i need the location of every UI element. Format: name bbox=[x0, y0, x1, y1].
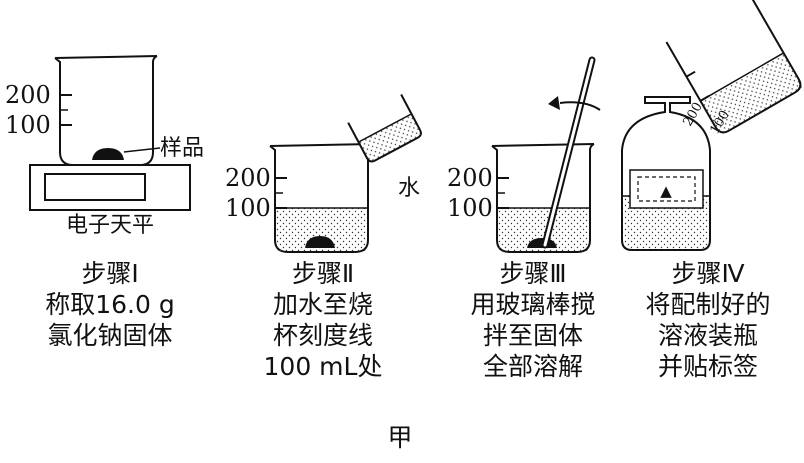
sample-label: 样品 bbox=[160, 136, 204, 161]
step2-illustration: 200 100 水 bbox=[225, 94, 422, 253]
step1-caption: 步骤Ⅰ 称取16.0 g 氯化钠固体 bbox=[10, 258, 210, 351]
step3-caption: 步骤Ⅲ 用玻璃棒搅 拌至固体 全部溶解 bbox=[438, 258, 628, 382]
step2-title: 步骤Ⅱ bbox=[291, 259, 355, 288]
step2-line-3: 100 mL处 bbox=[263, 352, 383, 381]
figure-label: 甲 bbox=[387, 423, 413, 452]
step3-mark-100: 100 bbox=[447, 194, 493, 222]
step3-mark-200: 200 bbox=[447, 164, 493, 192]
water-label: 水 bbox=[398, 176, 420, 201]
step4-caption: 步骤Ⅳ 将配制好的 溶液装瓶 并贴标签 bbox=[613, 258, 803, 382]
step1-mark-100: 100 bbox=[5, 111, 51, 139]
step4-line-3: 并贴标签 bbox=[657, 352, 758, 381]
step1-illustration: 电子天平 200 100 样品 bbox=[5, 55, 204, 238]
step3-illustration: 200 100 bbox=[447, 56, 601, 253]
label-mark: ▲ bbox=[660, 182, 672, 200]
step3-line-1: 用玻璃棒搅 bbox=[470, 290, 596, 319]
step2-line-2: 杯刻度线 bbox=[272, 321, 373, 350]
step2-sample bbox=[305, 236, 335, 248]
stir-arrow bbox=[559, 101, 601, 111]
step1-title: 步骤Ⅰ bbox=[81, 259, 139, 288]
step1-line-1: 称取16.0 g bbox=[45, 290, 175, 319]
step1-beaker bbox=[54, 55, 158, 166]
step4-title: 步骤Ⅳ bbox=[671, 259, 745, 288]
bottle-label bbox=[629, 169, 704, 209]
step4-illustration: ▲ 200 100 bbox=[621, 0, 803, 251]
step3-line-3: 全部溶解 bbox=[482, 352, 583, 381]
step1-line-2: 氯化钠固体 bbox=[47, 321, 173, 350]
step4-line-2: 溶液装瓶 bbox=[657, 321, 758, 350]
step3-line-2: 拌至固体 bbox=[482, 321, 583, 350]
step3-title: 步骤Ⅲ bbox=[499, 259, 567, 288]
step1-mark-200: 200 bbox=[5, 81, 51, 109]
balance-label: 电子天平 bbox=[66, 213, 154, 238]
step2-caption: 步骤Ⅱ 加水至烧 杯刻度线 100 mL处 bbox=[228, 258, 418, 382]
step4-line-1: 将配制好的 bbox=[645, 290, 771, 319]
step2-mark-200: 200 bbox=[225, 164, 271, 192]
sample-solid bbox=[92, 148, 124, 160]
step2-line-1: 加水至烧 bbox=[272, 290, 373, 319]
balance-display bbox=[44, 173, 146, 201]
step2-mark-100: 100 bbox=[225, 194, 271, 222]
